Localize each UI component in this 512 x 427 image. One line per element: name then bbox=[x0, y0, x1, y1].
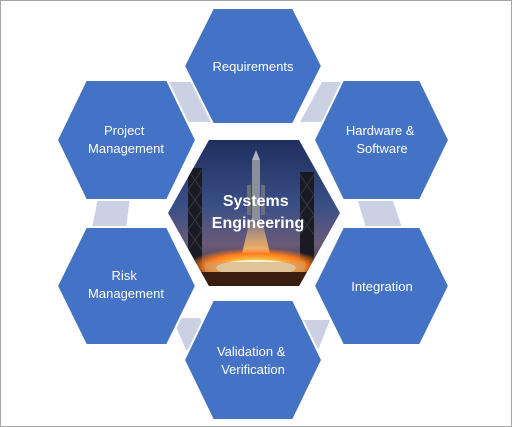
hex-requirements-label: Requirements bbox=[213, 59, 294, 74]
hex-risk-management-label-line-1: Risk bbox=[112, 268, 138, 283]
hex-integration: Integration bbox=[312, 226, 451, 346]
hex-project-management-label-line-2: Management bbox=[88, 141, 164, 156]
hex-validation-verification-label: Validation & Verification bbox=[217, 344, 289, 377]
hex-hardware-software: Hardware & Software bbox=[312, 79, 451, 201]
center-label-line-2: Engineering bbox=[212, 215, 304, 232]
connectors bbox=[92, 82, 402, 350]
center-label: Systems Engineering bbox=[212, 193, 304, 232]
hex-risk-management-label-line-2: Management bbox=[88, 286, 164, 301]
hex-project-management: Project Management bbox=[55, 79, 198, 201]
center-hexagon: Systems Engineering bbox=[168, 140, 340, 286]
hex-validation-verification-label-line-2: Verification bbox=[221, 362, 285, 377]
hex-project-management-label: Project Management bbox=[88, 123, 164, 156]
hex-integration-label-line-1: Integration bbox=[351, 279, 412, 294]
hex-requirements-label-line-1: Requirements bbox=[213, 59, 294, 74]
center-label-line-1: Systems bbox=[223, 193, 289, 210]
hex-hardware-software-label-line-1: Hardware & bbox=[346, 123, 415, 138]
rocket-launch-image bbox=[168, 140, 340, 286]
hex-requirements: Requirements bbox=[182, 7, 324, 125]
hex-risk-management: Risk Management bbox=[55, 226, 198, 346]
hex-risk-management-label: Risk Management bbox=[88, 268, 164, 301]
hex-integration-label: Integration bbox=[351, 279, 412, 294]
hex-project-management-label-line-1: Project bbox=[104, 123, 145, 138]
connector-project-requirements bbox=[168, 82, 215, 122]
hex-validation-verification: Validation & Verification bbox=[182, 299, 324, 421]
hex-validation-verification-label-line-1: Validation & bbox=[217, 344, 286, 359]
hex-hardware-software-label: Hardware & Software bbox=[346, 123, 418, 156]
connector-risk-project bbox=[92, 198, 130, 228]
hex-hardware-software-label-line-2: Software bbox=[356, 141, 407, 156]
connector-hardware-integration bbox=[357, 198, 402, 228]
